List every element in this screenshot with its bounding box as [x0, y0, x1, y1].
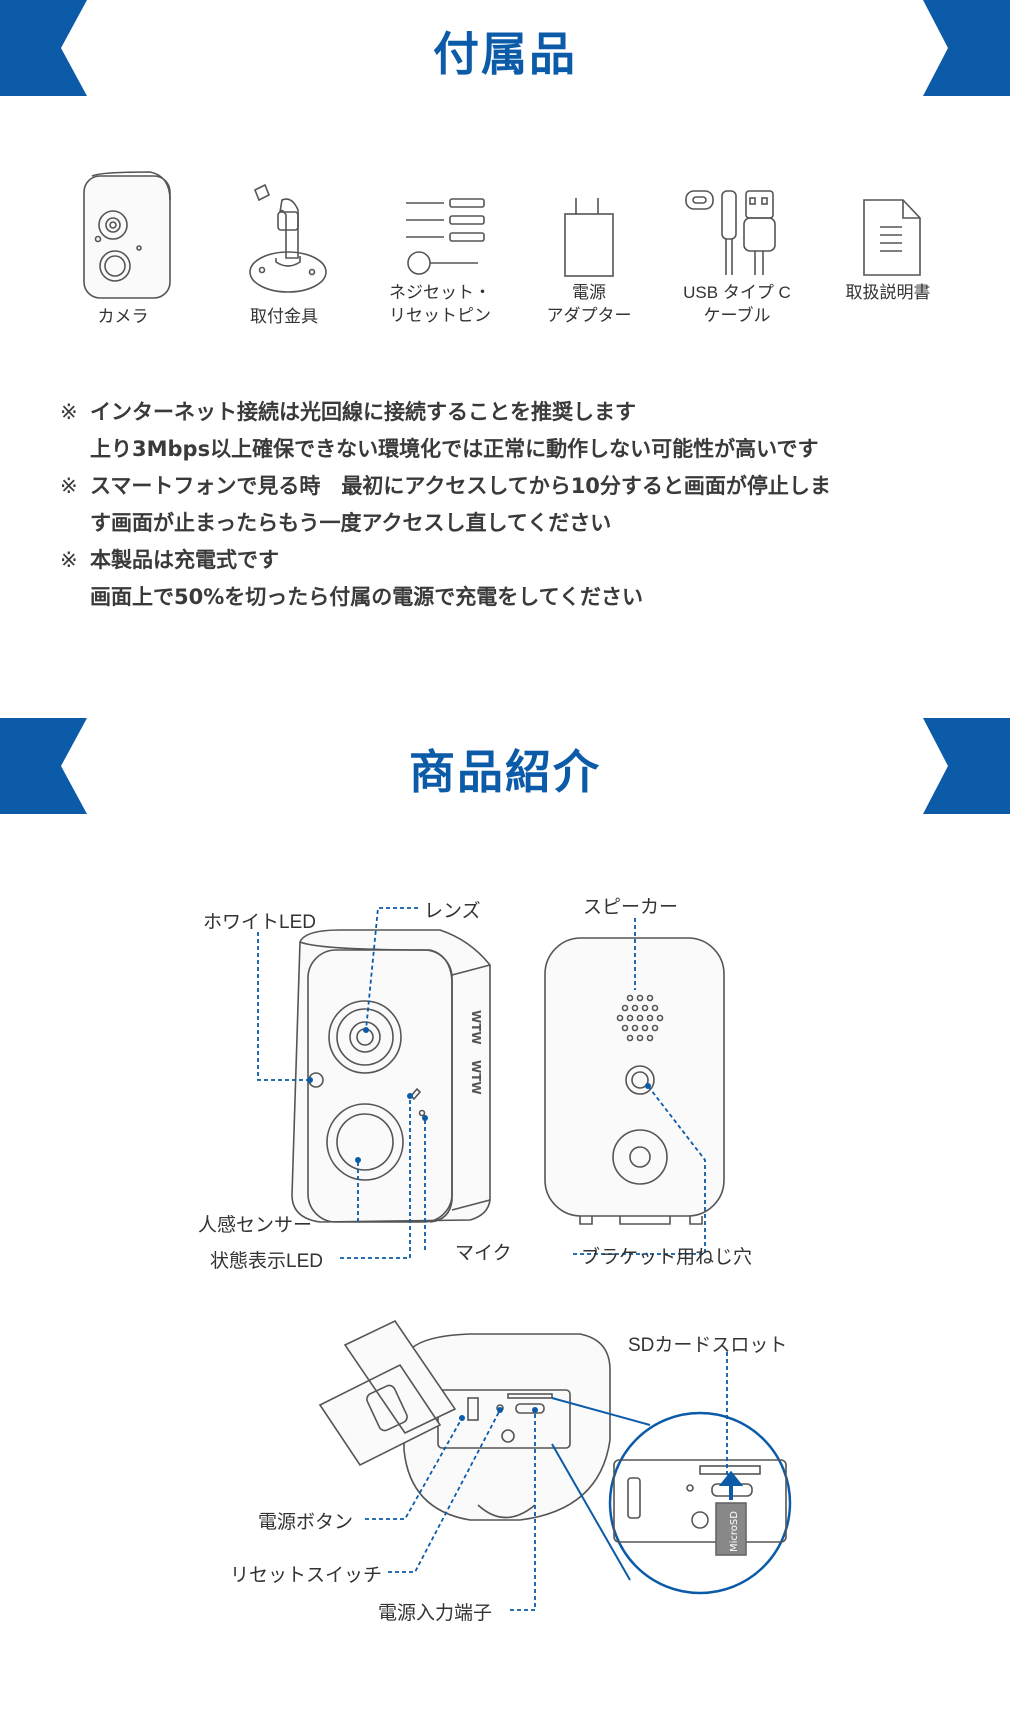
bottom-camera-illustration: [318, 1319, 611, 1521]
note-1-cont: 上り3Mbps以上確保できない環境化では正常に動作しない可能性が高いです: [90, 437, 819, 461]
accessory-label-adapter: 電源アダプター: [546, 283, 632, 325]
microsd-card-label: MicroSD: [729, 1511, 740, 1552]
note-1: ※インターネット接続は光回線に接続することを推奨します: [60, 400, 636, 424]
label-reset-switch: リセットスイッチ: [230, 1565, 383, 1586]
brand-mark: WTW: [469, 1060, 483, 1095]
power-adapter-icon: [564, 198, 614, 277]
manual-icon: [863, 199, 921, 276]
brand-mark: WTW: [469, 1010, 483, 1045]
usb-cable-icon: [685, 190, 776, 275]
leader-lines: [257, 907, 728, 1611]
section-header-product-intro: 商品紹介: [0, 718, 1010, 814]
label-power-button: 電源ボタン: [258, 1512, 354, 1533]
header-banner-shape: [0, 718, 1010, 814]
note-3: ※本製品は充電式です: [60, 548, 279, 572]
label-motion-sensor: 人感センサー: [198, 1215, 313, 1236]
header-banner-shape: [0, 0, 1010, 96]
screws-pin-icon: [406, 198, 485, 275]
accessory-label-camera: カメラ: [97, 307, 149, 326]
front-camera-illustration: [291, 929, 491, 1223]
accessory-label-manual: 取扱説明書: [845, 283, 931, 302]
label-lens: レンズ: [424, 901, 481, 922]
accessory-label-mount: 取付金具: [250, 307, 318, 326]
label-bracket-hole: ブラケット用ねじ穴: [581, 1247, 753, 1268]
section-title: 商品紹介: [409, 745, 601, 799]
note-2-cont: す画面が止まったらもう一度アクセスし直してください: [90, 511, 612, 535]
accessory-label-screws: ネジセット・リセットピン: [389, 283, 491, 325]
label-speaker: スピーカー: [583, 897, 679, 918]
section-header-accessories: 付属品: [0, 0, 1010, 96]
leader-dots: [307, 1027, 651, 1421]
label-white-led: ホワイトLED: [203, 912, 316, 933]
note-2: ※スマートフォンで見る時 最初にアクセスしてから10分すると画面が停止しま: [60, 474, 831, 498]
note-3-cont: 画面上で50%を切ったら付属の電源で充電をしてください: [90, 585, 644, 609]
back-camera-illustration: [544, 937, 725, 1225]
mount-bracket-icon: [249, 183, 327, 293]
label-mic: マイク: [455, 1243, 512, 1264]
section-title: 付属品: [433, 27, 577, 81]
sd-slot-zoom-callout: [551, 1397, 792, 1595]
label-sd-slot: SDカードスロット: [628, 1335, 788, 1356]
label-status-led: 状態表示LED: [210, 1251, 323, 1272]
camera-icon: [83, 171, 171, 299]
label-power-input: 電源入力端子: [378, 1603, 493, 1624]
